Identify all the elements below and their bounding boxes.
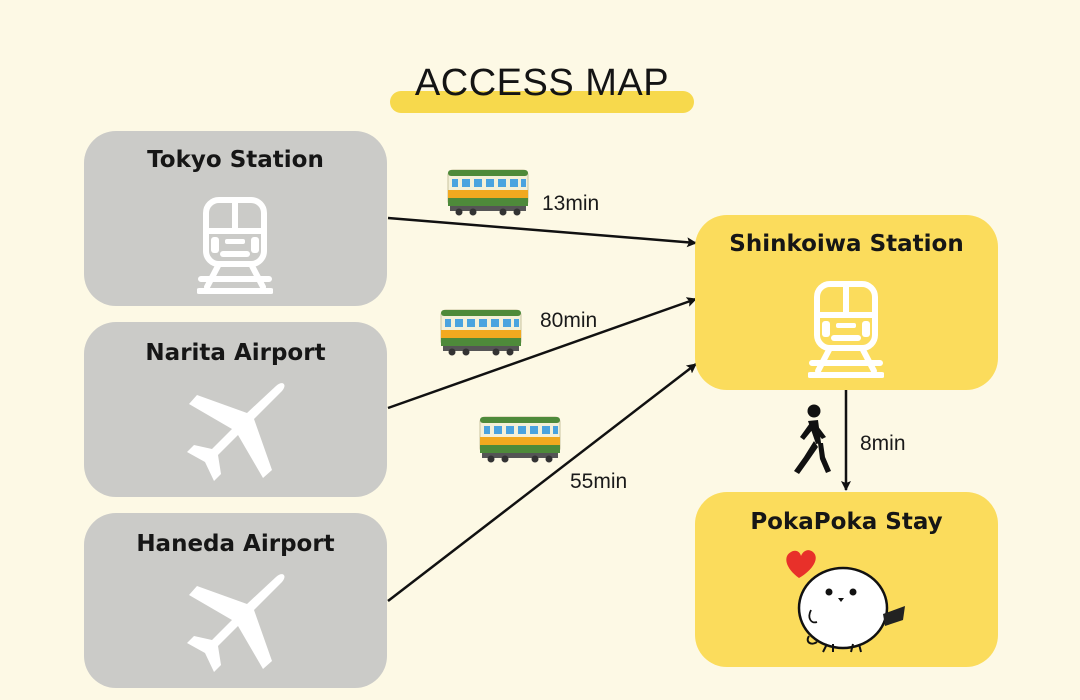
airplane-icon (187, 574, 285, 672)
walking-person-icon (794, 404, 831, 474)
arrow-tokyo-to-shinkoiwa (387, 216, 697, 248)
train-icon (808, 281, 884, 378)
train-icon (197, 197, 273, 294)
route-time-narita: 80min (540, 309, 598, 332)
bird-mascot-icon (786, 550, 905, 653)
arrow-narita-to-shinkoiwa (387, 297, 697, 410)
arrow-haneda-to-shinkoiwa (387, 363, 697, 602)
destination-box-pokapoka-stay: PokaPoka Stay (695, 492, 998, 667)
title-underline (390, 91, 694, 113)
origin-box-tokyo-station: Tokyo Station (84, 131, 387, 306)
origin-label: Narita Airport (145, 340, 326, 366)
route-time-haneda: 55min (570, 470, 628, 493)
page-title: ACCESS MAP (414, 62, 670, 104)
origin-box-narita-airport: Narita Airport (84, 322, 387, 497)
hub-label: Shinkoiwa Station (729, 231, 964, 257)
route-time-tokyo: 13min (542, 192, 600, 215)
destination-label: PokaPoka Stay (750, 509, 943, 535)
origin-label: Tokyo Station (147, 147, 324, 173)
train-emoji-icon (447, 169, 529, 216)
airplane-icon (187, 383, 285, 481)
heart-icon (786, 550, 816, 578)
origin-box-haneda-airport: Haneda Airport (84, 513, 387, 688)
route-time-walk: 8min (860, 432, 906, 455)
origin-label: Haneda Airport (136, 531, 335, 557)
title-block: ACCESS MAP (390, 58, 694, 118)
train-emoji-icon (479, 416, 561, 463)
hub-box-shinkoiwa-station: Shinkoiwa Station (695, 215, 998, 390)
train-emoji-icon (440, 309, 522, 356)
